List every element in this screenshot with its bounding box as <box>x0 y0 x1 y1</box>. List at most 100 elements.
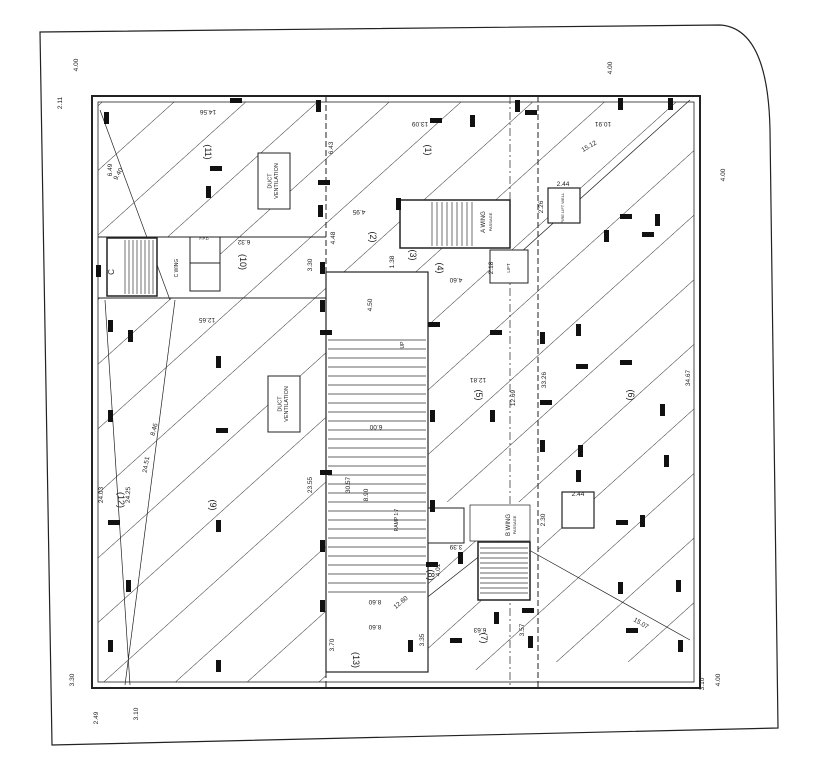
column <box>618 98 623 110</box>
zone-label: (5) <box>474 390 484 401</box>
column <box>320 470 332 475</box>
column <box>540 400 552 405</box>
label-fire-check: F.P.D <box>199 236 208 241</box>
dimension-west-diag2: 24.25 <box>125 486 133 503</box>
column <box>515 100 520 112</box>
column <box>316 100 321 112</box>
dimension-zone10-width: 6.32 <box>237 238 250 245</box>
column <box>576 470 581 482</box>
dimension-zone8-w: 3.39 <box>449 543 462 550</box>
dimension-setback-bottom-left2: 2.49 <box>93 711 100 724</box>
dimension-zone10-depth: 3.30 <box>307 258 314 271</box>
column <box>604 230 609 242</box>
column <box>668 98 673 110</box>
column <box>396 198 401 210</box>
column <box>642 232 654 237</box>
dimension-ramp-side: 23.55 <box>307 476 314 493</box>
label-duct-2: DUCTVENTILATION <box>277 386 290 422</box>
column <box>216 356 221 368</box>
column <box>320 330 332 335</box>
dimension-ramp-top: 4.50 <box>367 298 374 311</box>
column <box>318 180 330 185</box>
zone-label: (12) <box>116 492 126 508</box>
column <box>678 640 683 652</box>
dimension-ramp-end: 8.60 <box>368 598 381 605</box>
column <box>408 640 413 652</box>
column <box>320 262 325 274</box>
column <box>128 330 133 342</box>
dimension-setback-bottom-mid: 3.10 <box>133 707 140 720</box>
label-b-wing-sub: PASSAGE <box>512 515 517 534</box>
column <box>490 410 495 422</box>
zone-label: (4) <box>435 263 445 274</box>
duct-ventilation <box>257 152 301 433</box>
dimension-ramp-len: 30.57 <box>345 476 352 493</box>
dimension-west-depth: 24.03 <box>98 486 105 503</box>
label-fire-lift: FIRE LIFT WELL <box>560 192 565 223</box>
column <box>216 520 221 532</box>
column <box>655 214 660 226</box>
dimension-zone6-left: 33.26 <box>541 371 548 388</box>
column <box>320 540 325 552</box>
column <box>230 98 242 103</box>
zone-label: (1) <box>423 145 433 156</box>
dimension-zone3-depth: 1.38 <box>389 255 396 268</box>
dimension-zone11-depth: 6.49 <box>107 163 114 176</box>
dimension-fire-lift-a-h: 2.26 <box>538 200 545 213</box>
column <box>206 186 211 198</box>
dimension-zone1-depth: 6.43 <box>328 141 335 154</box>
column <box>104 112 109 124</box>
label-a-wing-sub: PASSAGE <box>488 212 493 231</box>
column <box>660 404 665 416</box>
column <box>664 455 669 467</box>
dimension-zone6-depth: 34.67 <box>685 369 692 386</box>
zone-label: (8) <box>426 570 436 581</box>
column <box>430 410 435 422</box>
column <box>490 330 502 335</box>
label-a-wing: A WING <box>481 211 487 233</box>
ramp <box>325 271 429 673</box>
column <box>576 364 588 369</box>
column <box>108 410 113 422</box>
zone-label: (3) <box>408 250 418 261</box>
plot-boundary <box>39 24 779 746</box>
dimension-zone8-h: 4.01 <box>435 563 442 576</box>
column <box>430 500 435 512</box>
column <box>620 360 632 365</box>
label-duct-1: DUCTVENTILATION <box>267 163 280 199</box>
column <box>458 552 463 564</box>
a-wing-stair <box>399 199 529 284</box>
column <box>470 115 475 127</box>
column <box>616 520 628 525</box>
column <box>108 320 113 332</box>
dimension-zone13-h: 3.35 <box>419 633 426 646</box>
column <box>494 612 499 624</box>
label-up: UP <box>400 341 406 349</box>
dimension-west-diag: 24.51 <box>142 456 152 474</box>
zone-label: (10) <box>238 254 248 270</box>
dimension-ramp-inner: 6.00 <box>369 423 382 430</box>
fire-lift-wells <box>547 187 595 529</box>
column <box>620 214 632 219</box>
c-wing-stair <box>106 236 221 297</box>
column <box>430 118 442 123</box>
dimension-zone1-width: 13.09 <box>411 120 428 127</box>
dimension-zone7-h: 3.57 <box>519 623 526 636</box>
dimension-setback-right: 4.00 <box>720 168 727 181</box>
column <box>540 440 545 452</box>
column <box>540 332 545 344</box>
zone-label: (7) <box>479 633 489 644</box>
dimension-zone9-diag: 8.46 <box>150 422 160 436</box>
columns <box>96 98 683 672</box>
column <box>528 636 533 648</box>
dimension-setback-right-bottom: 4.00 <box>715 673 722 686</box>
column <box>428 322 440 327</box>
zone-label: (9) <box>208 500 218 511</box>
column <box>216 428 228 433</box>
dimension-zone5-width: 12.81 <box>469 376 486 383</box>
column <box>108 520 120 525</box>
column <box>108 640 113 652</box>
dimension-setback-left-top: 2.11 <box>57 97 64 110</box>
column <box>320 600 325 612</box>
column <box>450 638 462 643</box>
